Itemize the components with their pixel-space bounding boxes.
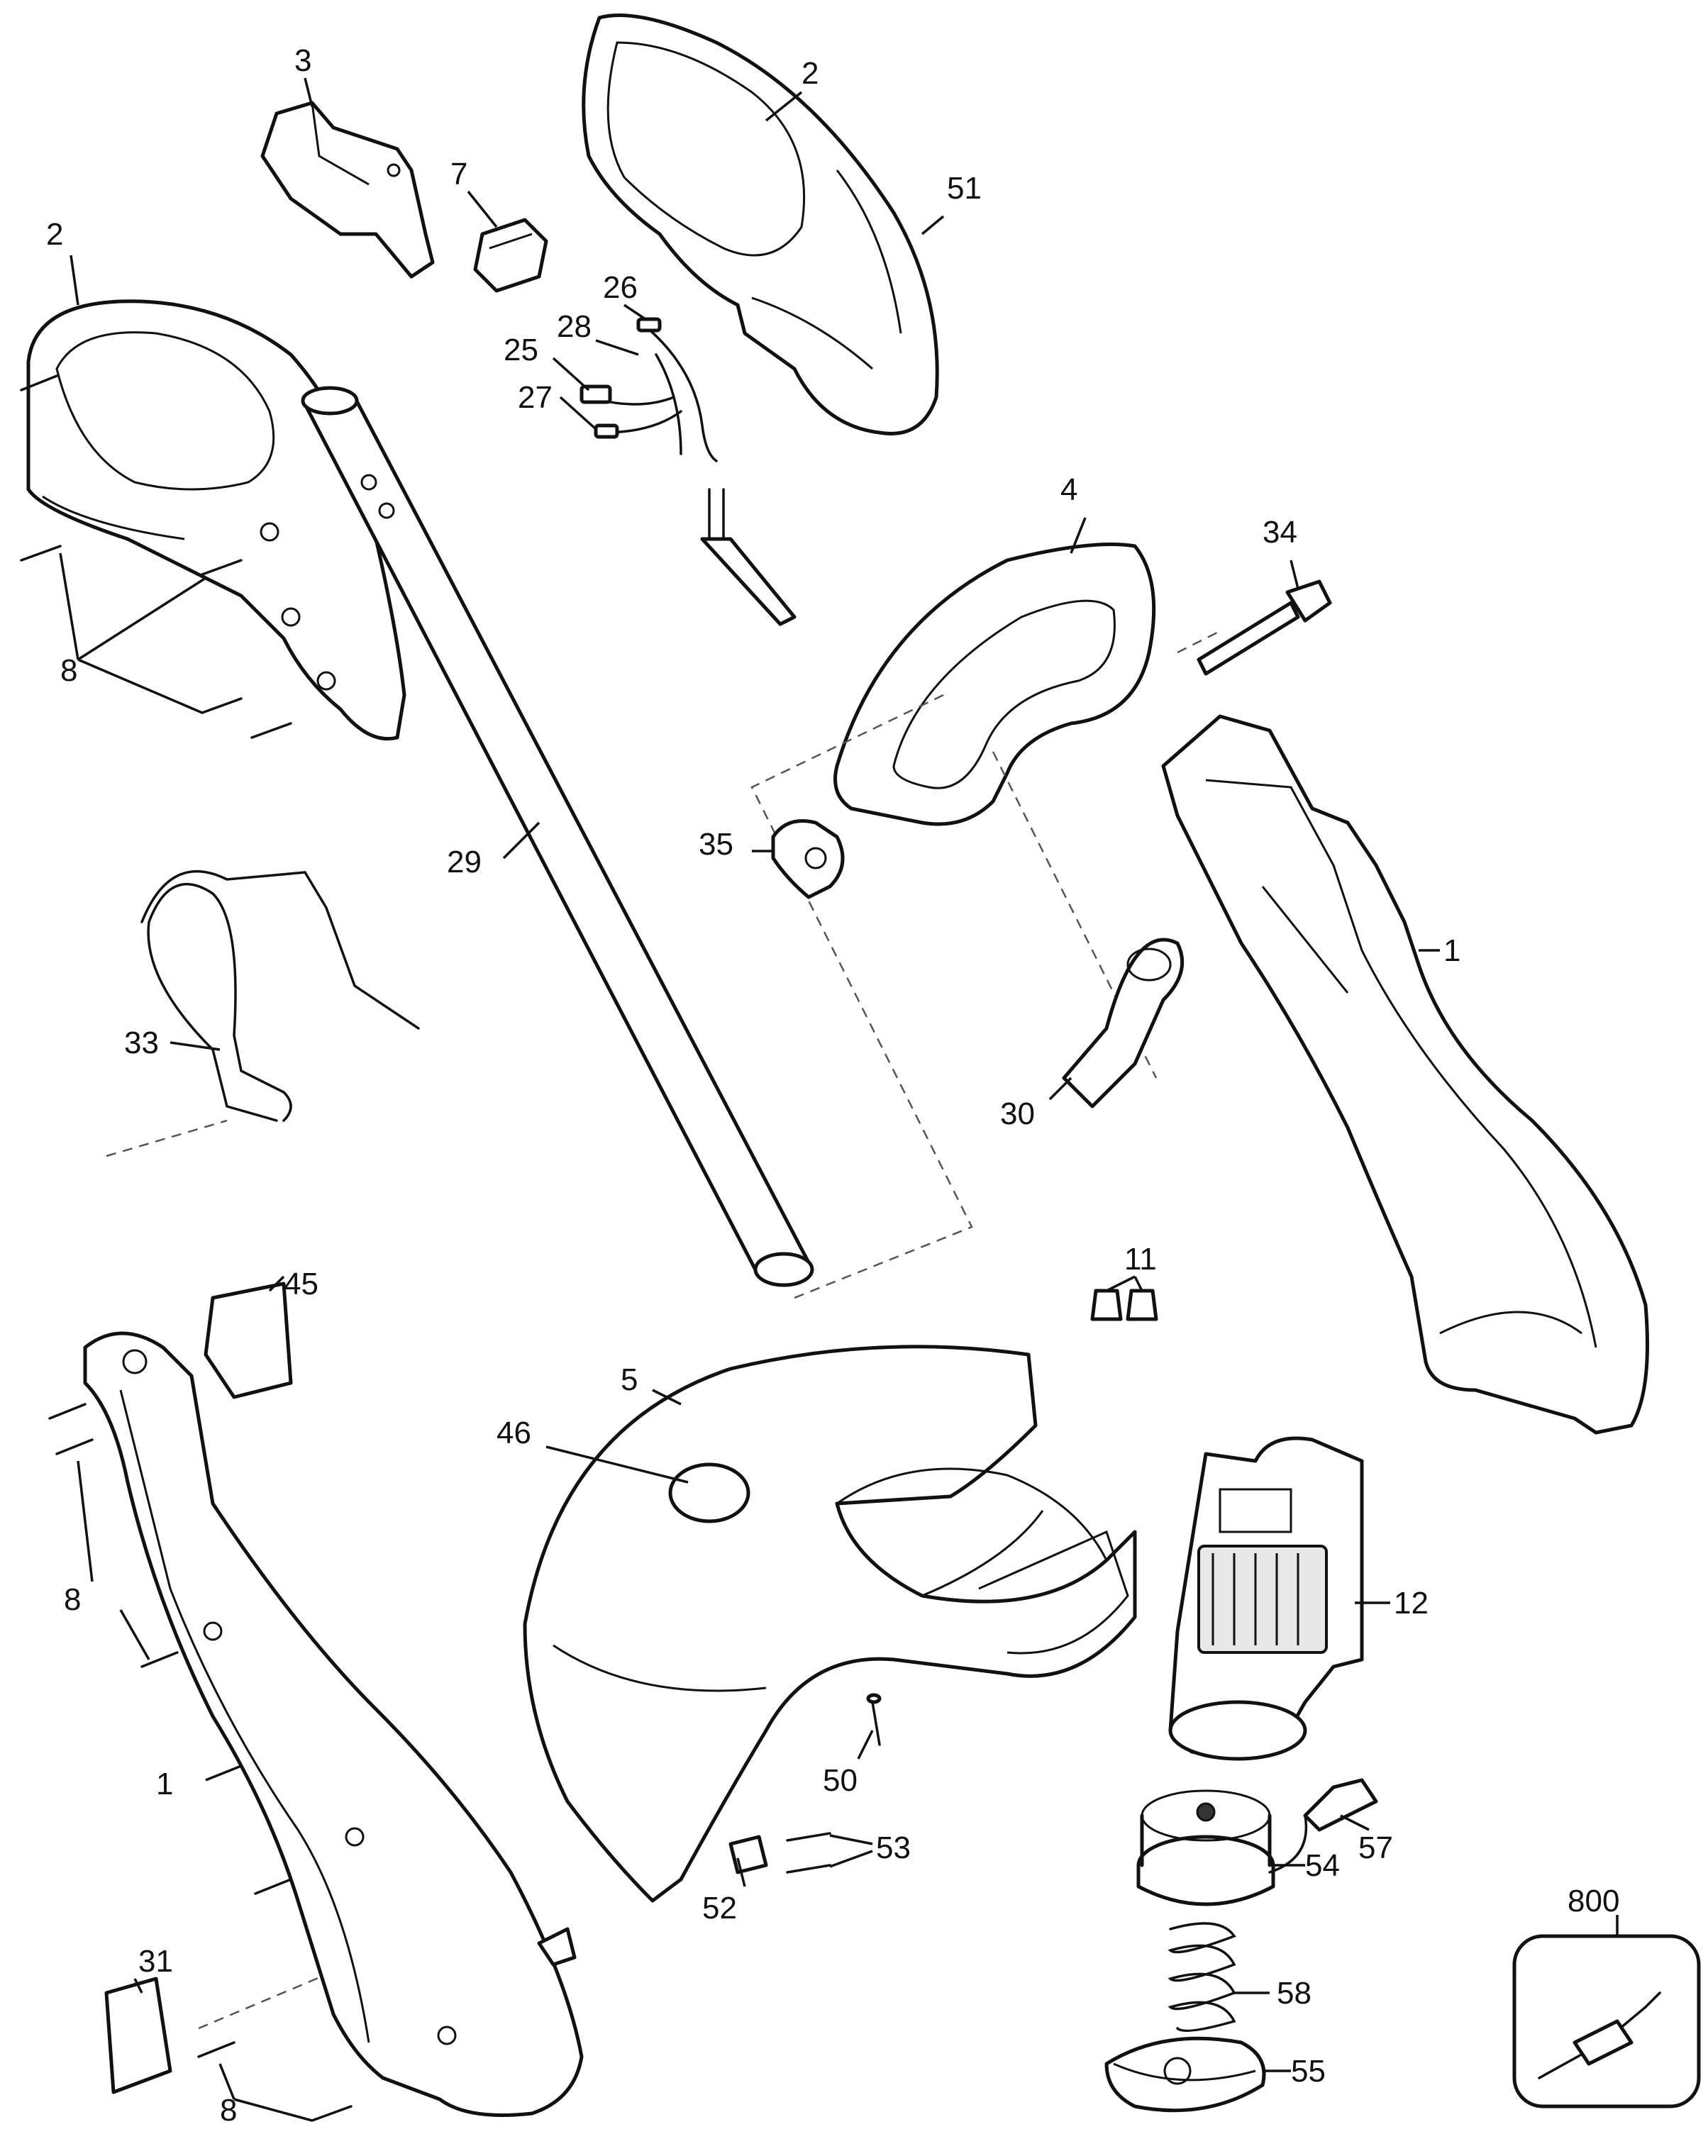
part-54-spool: [1136, 1789, 1308, 1906]
callout-53: 53: [876, 1830, 911, 1865]
callout-33: 33: [124, 1026, 159, 1060]
callout-2-right: 2: [802, 56, 819, 91]
callout-58: 58: [1277, 1976, 1312, 2011]
callout-8-top: 8: [60, 653, 77, 688]
callout-26: 26: [603, 270, 638, 305]
callout-11: 11: [1124, 1242, 1157, 1277]
callout-57: 57: [1358, 1830, 1393, 1865]
callout-1-right: 1: [1443, 933, 1460, 968]
part-1-housing-half-left: [83, 1331, 584, 2117]
callout-55: 55: [1291, 2054, 1326, 2089]
part-53-screws: [786, 1832, 873, 1874]
screw-group-8-lower: [48, 1403, 353, 2122]
callout-34: 34: [1263, 515, 1297, 550]
part-57-bracket: [1303, 1778, 1378, 1832]
part-4-auxiliary-handle: [833, 543, 1156, 826]
callout-51: 51: [947, 171, 982, 206]
callout-1-left: 1: [156, 1767, 173, 1801]
part-11-screws: [1090, 1289, 1158, 1321]
part-35-wing-nut: [771, 819, 845, 899]
callouts: 3 2 51 2 7 26 28 25 27 4 34 8 29 35 1 33…: [46, 43, 1619, 2128]
callout-4: 4: [1060, 472, 1077, 507]
callout-12: 12: [1394, 1586, 1429, 1621]
part-50-screw: [866, 1693, 882, 1746]
part-12-motor: [1168, 1436, 1364, 1761]
part-34-bolt: [1197, 579, 1332, 676]
part-1-housing-half-right: [1161, 714, 1649, 1435]
callout-7: 7: [450, 157, 467, 191]
part-31-label: [104, 1977, 172, 2094]
part-58-spring: [1168, 1922, 1236, 2033]
part-55-cap: [1104, 2036, 1266, 2113]
callout-29: 29: [447, 845, 482, 879]
callout-54: 54: [1305, 1848, 1340, 1883]
callout-31: 31: [138, 1944, 173, 1979]
part-800-kit-box: [1512, 1934, 1701, 2108]
part-29-shaft-tube: [301, 386, 814, 1287]
callout-27: 27: [518, 380, 553, 415]
part-3-switch-housing: [260, 101, 435, 279]
callout-35: 35: [699, 827, 733, 862]
callout-800: 800: [1568, 1884, 1619, 1918]
callout-2-left: 2: [46, 217, 63, 252]
wires-25-28: [580, 317, 797, 626]
callout-25: 25: [504, 333, 538, 367]
leader-lines: [70, 77, 1619, 2072]
callout-3: 3: [294, 43, 311, 78]
part-30-clip: [1062, 938, 1185, 1108]
callout-8-mid: 8: [64, 1582, 81, 1617]
callout-8-bottom: 8: [220, 2093, 237, 2128]
callout-45: 45: [284, 1267, 318, 1301]
part-2-handle-half-right: [582, 13, 939, 435]
screw-group-8-top: [20, 374, 292, 739]
part-2-handle-half-left: [26, 299, 406, 741]
dashed-guides: [106, 630, 1221, 2030]
callout-52: 52: [702, 1891, 737, 1926]
callout-5: 5: [621, 1362, 638, 1397]
callout-50: 50: [823, 1763, 858, 1798]
part-45-label: [204, 1282, 293, 1399]
callout-46: 46: [497, 1416, 531, 1450]
part-52-nut: [728, 1835, 768, 1874]
part-33-wire-guard: [140, 869, 420, 1122]
part-5-guard: [523, 1345, 1137, 1903]
callout-30: 30: [1000, 1096, 1035, 1131]
part-7-switch: [473, 218, 548, 293]
callout-28: 28: [557, 309, 592, 344]
